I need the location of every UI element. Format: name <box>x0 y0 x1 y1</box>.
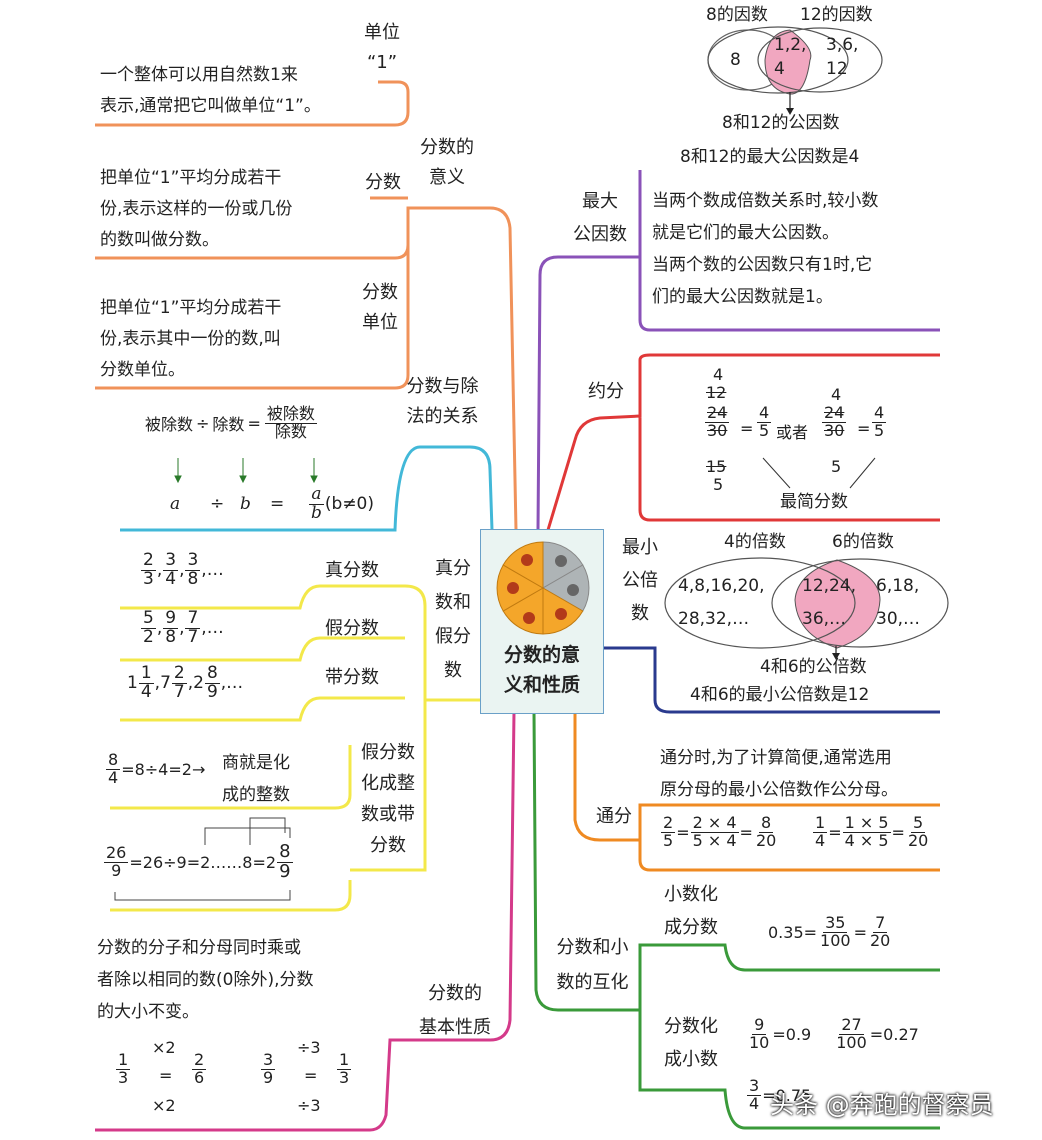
lcm-label: 最小公倍数 <box>622 537 658 624</box>
basic-branch-line <box>95 711 516 1132</box>
fraction-unit-label: 分数单位 <box>362 282 398 333</box>
gcf-venn-left: 8 <box>730 50 741 70</box>
gcf-branch-line <box>536 170 940 531</box>
proper-fraction-label: 真分数 <box>325 560 379 581</box>
lcm-venn-title-6: 6的倍数 <box>832 532 894 552</box>
unit-one-label: 单位“1” <box>364 22 400 73</box>
gcf-venn-title-12: 12的因数 <box>800 5 873 25</box>
gcf-result: 8和12的最大公因数是4 <box>680 147 860 167</box>
gcf-rules: 当两个数成倍数关系时,较小数就是它们的最大公因数。当两个数的公因数只有1时,它们… <box>652 191 879 307</box>
basic-branch-label: 分数的基本性质 <box>419 983 491 1038</box>
division-branch-line <box>120 445 494 532</box>
gcf-venn-right: 3,6,12 <box>826 35 859 79</box>
remainder-bracket <box>114 817 291 901</box>
gcf-venn-title-8: 8的因数 <box>706 5 768 25</box>
center-title: 分数的意义和性质 <box>503 644 580 696</box>
meaning-branch-lines <box>95 80 518 531</box>
reduce-label: 约分 <box>588 381 624 402</box>
fraction-label: 分数 <box>365 172 401 193</box>
meaning-branch-label: 分数的意义 <box>420 137 474 188</box>
lcm-common-label: 4和6的公倍数 <box>760 657 867 677</box>
common-den-text: 通分时,为了计算简便,通常选用原分母的最小公倍数作公分母。 <box>660 748 898 800</box>
lcm-venn-right: 6,18,30,… <box>876 576 921 629</box>
lcm-venn-title-4: 4的倍数 <box>724 532 786 552</box>
gcf-label: 最大公因数 <box>573 191 627 245</box>
simplest-pointer-lines <box>762 457 876 489</box>
simplest-fraction-label: 最简分数 <box>780 492 848 512</box>
pizza-icon <box>496 541 590 635</box>
division-arrows <box>174 458 318 484</box>
lcm-venn <box>664 557 949 660</box>
division-branch-label: 分数与除法的关系 <box>406 376 479 427</box>
decimal-branch-line <box>532 711 940 1130</box>
common-den-branch-line <box>573 712 940 872</box>
fraction-to-decimal-label: 分数化成小数 <box>664 1016 718 1070</box>
lcm-venn-left: 4,8,16,20,28,32,… <box>678 576 765 629</box>
reduce-branch-line <box>546 353 940 531</box>
improper-fraction-label: 假分数 <box>325 618 379 639</box>
lcm-branch-line <box>604 646 940 714</box>
watermark: 头条 @奔跑的督察员 <box>770 1091 994 1119</box>
decimal-branch-label: 分数和小数的互化 <box>556 937 629 993</box>
lcm-venn-common: 12,24,36,… <box>802 576 857 629</box>
lcm-result: 4和6的最小公倍数是12 <box>690 685 870 705</box>
gcf-venn-common: 1,2,4 <box>774 35 807 79</box>
fraction-definition: 把单位“1”平均分成若干份,表示这样的一份或几份的数叫做分数。 <box>100 168 293 250</box>
common-den-label: 通分 <box>596 806 632 827</box>
fraction-unit-definition: 把单位“1”平均分成若干份,表示其中一份的数,叫分数单位。 <box>100 298 282 380</box>
convert-label: 假分数化成整数或带分数 <box>361 742 415 856</box>
mixed-number-label: 带分数 <box>325 667 379 688</box>
convert-note: 商就是化成的整数 <box>222 753 290 805</box>
division-formula: 被除数÷除数= 被除数除数 <box>145 404 317 441</box>
gcf-venn <box>707 26 883 115</box>
unit-one-definition: 一个整体可以用自然数1来表示,通常把它叫做单位“1”。 <box>100 65 321 116</box>
gcf-common-label: 8和12的公因数 <box>722 113 840 133</box>
decimal-to-fraction-label: 小数化成分数 <box>664 884 718 938</box>
types-branch-label: 真分数和假分数 <box>435 558 471 681</box>
types-branch-lines <box>110 584 480 912</box>
center-topic: 分数的意义和性质 <box>480 529 604 714</box>
basic-property-text: 分数的分子和分母同时乘或者除以相同的数(0除外),分数的大小不变。 <box>97 938 314 1022</box>
